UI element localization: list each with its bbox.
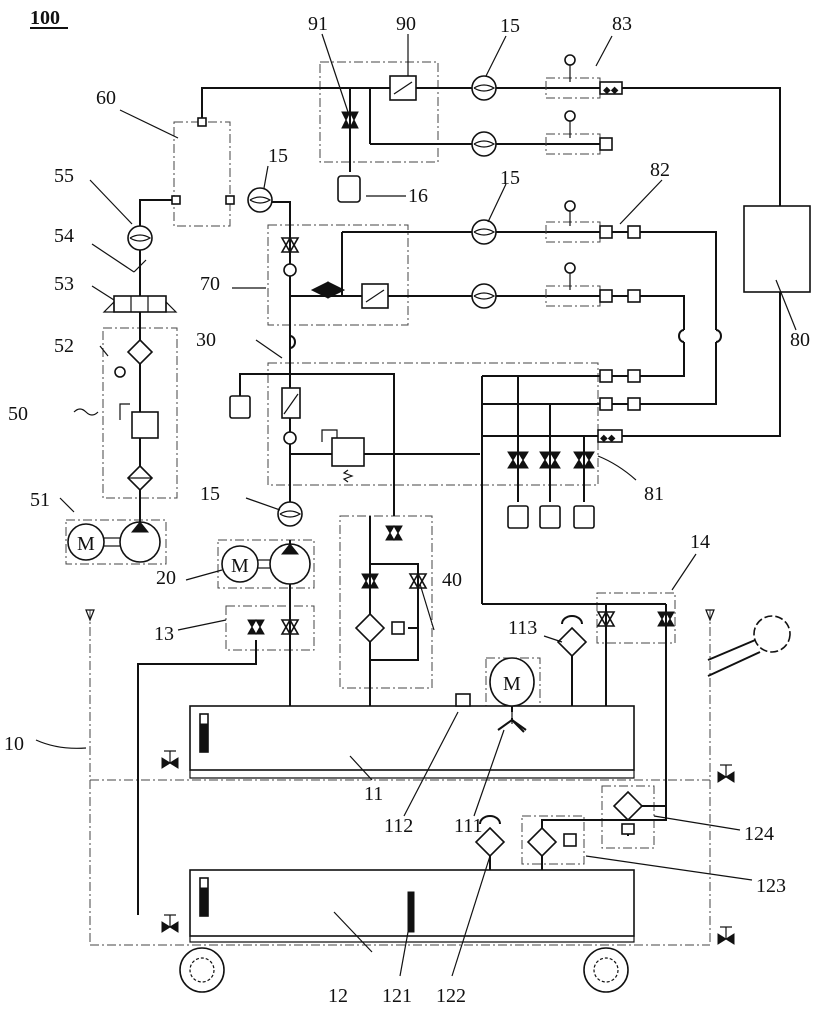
label-11: 11	[364, 783, 383, 805]
label-20: 20	[156, 567, 176, 589]
tank-11	[190, 706, 634, 778]
label-30: 30	[196, 329, 216, 351]
label-121: 121	[382, 985, 412, 1007]
label-51: 51	[30, 489, 50, 511]
label-124: 124	[744, 823, 774, 845]
accumulator-60	[172, 118, 234, 204]
frame-block-90-91	[320, 62, 438, 162]
label-81: 81	[644, 483, 664, 505]
tank-12	[190, 870, 634, 942]
label-55: 55	[54, 165, 74, 187]
motor-letter-51: M	[77, 533, 95, 555]
svg-text:◆◆: ◆◆	[600, 433, 616, 444]
pipe-lines	[138, 88, 780, 917]
label-122: 122	[436, 985, 466, 1007]
label-111: 111	[454, 815, 483, 837]
label-53: 53	[54, 273, 74, 295]
heater-121	[408, 892, 414, 932]
label-50: 50	[8, 403, 28, 425]
label-13: 13	[154, 623, 174, 645]
label-82: 82	[650, 159, 670, 181]
svg-text:◆◆: ◆◆	[603, 85, 619, 96]
label-90: 90	[396, 13, 416, 35]
label-123: 123	[756, 875, 786, 897]
motor-letter-20: M	[231, 555, 249, 577]
label-70: 70	[200, 273, 220, 295]
label-40: 40	[442, 569, 462, 591]
load-box-80	[744, 206, 810, 292]
frame-accumulator-60	[174, 122, 230, 226]
label-15-accumulator: 15	[268, 145, 288, 167]
label-80: 80	[790, 329, 810, 351]
cart-handle	[86, 610, 790, 676]
label-52: 52	[54, 335, 74, 357]
label-15-top: 15	[500, 15, 520, 37]
label-15-mid: 15	[500, 167, 520, 189]
figure-number: 100	[30, 7, 60, 29]
label-12: 12	[328, 985, 348, 1007]
label-10: 10	[4, 733, 24, 755]
label-15-pump: 15	[200, 483, 220, 505]
label-113: 113	[508, 617, 537, 639]
dashed-frames	[66, 62, 710, 945]
frame-valve-13	[226, 606, 314, 650]
level-gauge-112	[456, 694, 470, 706]
handheld-gauges	[230, 176, 594, 528]
quick-connectors: ◆◆ ◆◆	[546, 55, 640, 444]
label-16: 16	[408, 185, 428, 207]
label-60: 60	[96, 87, 116, 109]
reference-labels: 91 90 15 83 60 15 55 16 15 82 54 70 53 8…	[4, 13, 810, 1007]
label-83: 83	[612, 13, 632, 35]
label-112: 112	[384, 815, 413, 837]
label-14: 14	[690, 531, 710, 553]
motor-letter-111: M	[503, 673, 521, 695]
label-91: 91	[308, 13, 328, 35]
leader-lines	[36, 34, 796, 976]
label-54: 54	[54, 225, 74, 247]
